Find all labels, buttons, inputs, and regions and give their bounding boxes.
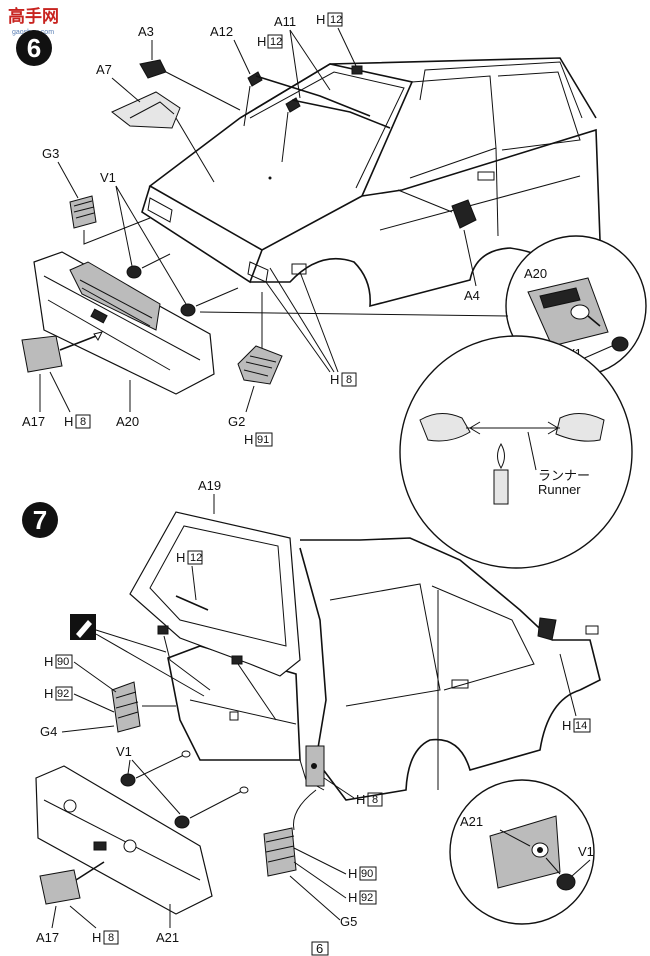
part-a17-plate-rear: A17 H 8 — [36, 861, 119, 945]
svg-text:H: H — [92, 930, 101, 945]
paint-brush-icon — [70, 614, 205, 697]
part-a4-mirror: A4 — [397, 189, 480, 303]
label-h8-right: H 8 — [305, 745, 383, 807]
svg-text:90: 90 — [361, 868, 373, 880]
svg-text:H: H — [348, 890, 357, 905]
inset-runner-stretching: ランナー Runner — [399, 335, 633, 569]
candle-icon — [493, 443, 509, 505]
part-v1-polycaps-rear: V1 — [116, 744, 249, 829]
inset-a21-v1: A21 V1 — [449, 779, 595, 925]
svg-text:A20: A20 — [116, 414, 139, 429]
svg-text:V1: V1 — [100, 170, 116, 185]
svg-text:A11: A11 — [274, 14, 296, 29]
svg-text:8: 8 — [372, 794, 378, 806]
label-h12-roof: H 12 — [316, 12, 363, 75]
svg-text:H: H — [257, 34, 266, 49]
svg-text:H: H — [244, 432, 253, 447]
svg-text:12: 12 — [190, 552, 202, 564]
svg-text:A3: A3 — [138, 24, 154, 39]
svg-text:A12: A12 — [210, 24, 233, 39]
part-a3-mirror: A3 — [138, 24, 241, 111]
svg-text:6: 6 — [316, 941, 323, 956]
car-body-rear-view — [167, 537, 601, 801]
page-number: 6 — [311, 941, 329, 956]
part-a20-front-bumper: A20 — [33, 251, 215, 429]
label-h14: H 14 — [537, 617, 591, 733]
part-v1-polycaps: V1 — [100, 170, 239, 317]
part-g2-turn-lamp: G2 H 91 — [228, 292, 283, 447]
part-a17-plate: A17 H 8 — [21, 331, 103, 429]
svg-text:8: 8 — [80, 416, 86, 428]
part-a19-hatch: A19 H 12 — [129, 478, 301, 721]
svg-text:H: H — [44, 686, 53, 701]
part-g4-tail-lamp: H 90 H 92 G4 — [40, 654, 176, 739]
part-g3-headlamp: G3 — [42, 146, 151, 245]
svg-text:A20: A20 — [524, 266, 547, 281]
svg-text:92: 92 — [57, 688, 69, 700]
part-g5-lamp: H 90 H 92 G5 — [263, 789, 377, 929]
part-a12-wiper: A12 — [210, 24, 371, 127]
svg-text:H: H — [562, 718, 571, 733]
svg-text:ランナー: ランナー — [538, 468, 590, 483]
part-a11-wiper: A11 — [274, 14, 391, 163]
svg-text:H: H — [316, 12, 325, 27]
svg-text:H: H — [330, 372, 339, 387]
svg-text:V1: V1 — [578, 844, 594, 859]
svg-text:G2: G2 — [228, 414, 245, 429]
part-a7-vent: A7 — [96, 62, 215, 183]
svg-text:H: H — [44, 654, 53, 669]
svg-text:Runner: Runner — [538, 482, 581, 497]
step-6-badge — [16, 30, 52, 66]
svg-text:14: 14 — [575, 720, 587, 732]
svg-text:A7: A7 — [96, 62, 112, 77]
svg-text:A19: A19 — [198, 478, 221, 493]
svg-text:A21: A21 — [156, 930, 179, 945]
svg-text:90: 90 — [57, 656, 69, 668]
svg-text:高手网: 高手网 — [8, 6, 59, 27]
svg-text:H: H — [176, 550, 185, 565]
step-7-badge — [22, 502, 58, 538]
svg-text:G4: G4 — [40, 724, 57, 739]
svg-text:G5: G5 — [340, 914, 357, 929]
step-7-number: 7 — [33, 505, 47, 535]
label-h8-mid: H 8 — [265, 267, 357, 387]
svg-text:8: 8 — [346, 374, 352, 386]
svg-text:H: H — [64, 414, 73, 429]
svg-text:H: H — [348, 866, 357, 881]
svg-text:92: 92 — [361, 892, 373, 904]
svg-text:G3: G3 — [42, 146, 59, 161]
step-7: 7 A19 H 12 — [22, 478, 601, 945]
part-a21-rear-bumper: A21 — [35, 765, 213, 945]
svg-text:V1: V1 — [116, 744, 132, 759]
svg-text:H: H — [356, 792, 365, 807]
svg-text:A17: A17 — [36, 930, 59, 945]
step-6-number: 6 — [27, 33, 41, 63]
svg-text:A4: A4 — [464, 288, 480, 303]
svg-text:91: 91 — [257, 434, 269, 446]
svg-text:A21: A21 — [460, 814, 483, 829]
hands-stretching-icon — [419, 413, 605, 442]
step-6: 6 — [16, 12, 647, 569]
svg-text:12: 12 — [270, 36, 282, 48]
svg-text:12: 12 — [330, 14, 342, 26]
svg-text:A17: A17 — [22, 414, 45, 429]
svg-text:8: 8 — [108, 932, 114, 944]
